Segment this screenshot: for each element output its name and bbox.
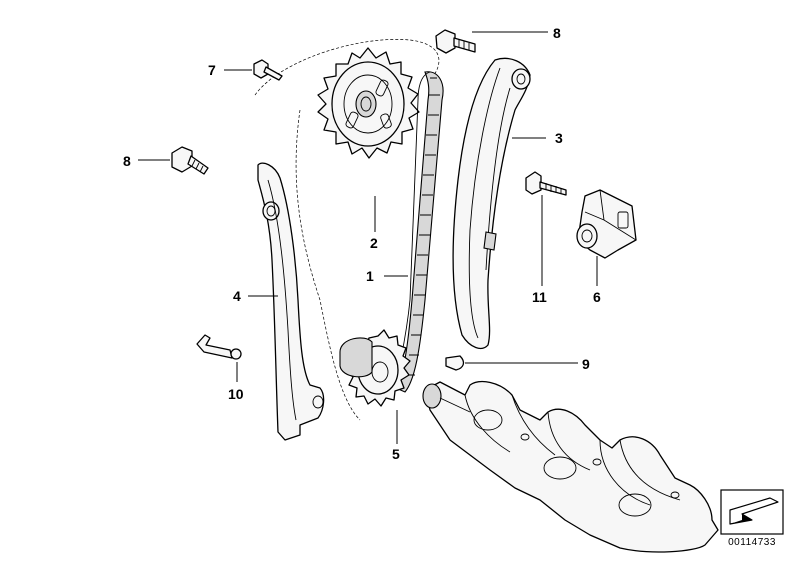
chain-tensioner: [576, 189, 637, 259]
callout-1: 1: [366, 268, 374, 284]
bolt-7: [253, 59, 283, 81]
woodruff-key-9: [445, 355, 465, 371]
bolt-11: [525, 171, 567, 196]
callout-8-top: 8: [553, 25, 561, 41]
callout-4: 4: [233, 288, 241, 304]
bolt-8-left: [171, 146, 209, 175]
crankshaft: [422, 381, 719, 553]
pin-10: [196, 334, 242, 360]
callout-10: 10: [228, 386, 244, 402]
callout-6: 6: [593, 289, 601, 305]
crankshaft-sprocket: [339, 329, 411, 407]
callout-5: 5: [392, 446, 400, 462]
tensioner-rail: [257, 162, 325, 441]
callout-8-left: 8: [123, 153, 131, 169]
callout-7: 7: [208, 62, 216, 78]
document-number: 00114733: [728, 537, 776, 548]
guide-rail: [452, 57, 531, 349]
callout-11: 11: [532, 289, 547, 305]
callout-9: 9: [582, 356, 590, 372]
callout-3: 3: [555, 130, 563, 146]
direction-arrow-icon: [720, 489, 784, 535]
callout-2: 2: [370, 235, 378, 251]
camshaft-sprocket: [317, 47, 420, 159]
bolt-8-top: [435, 29, 476, 54]
dashed-outline: [254, 39, 440, 421]
